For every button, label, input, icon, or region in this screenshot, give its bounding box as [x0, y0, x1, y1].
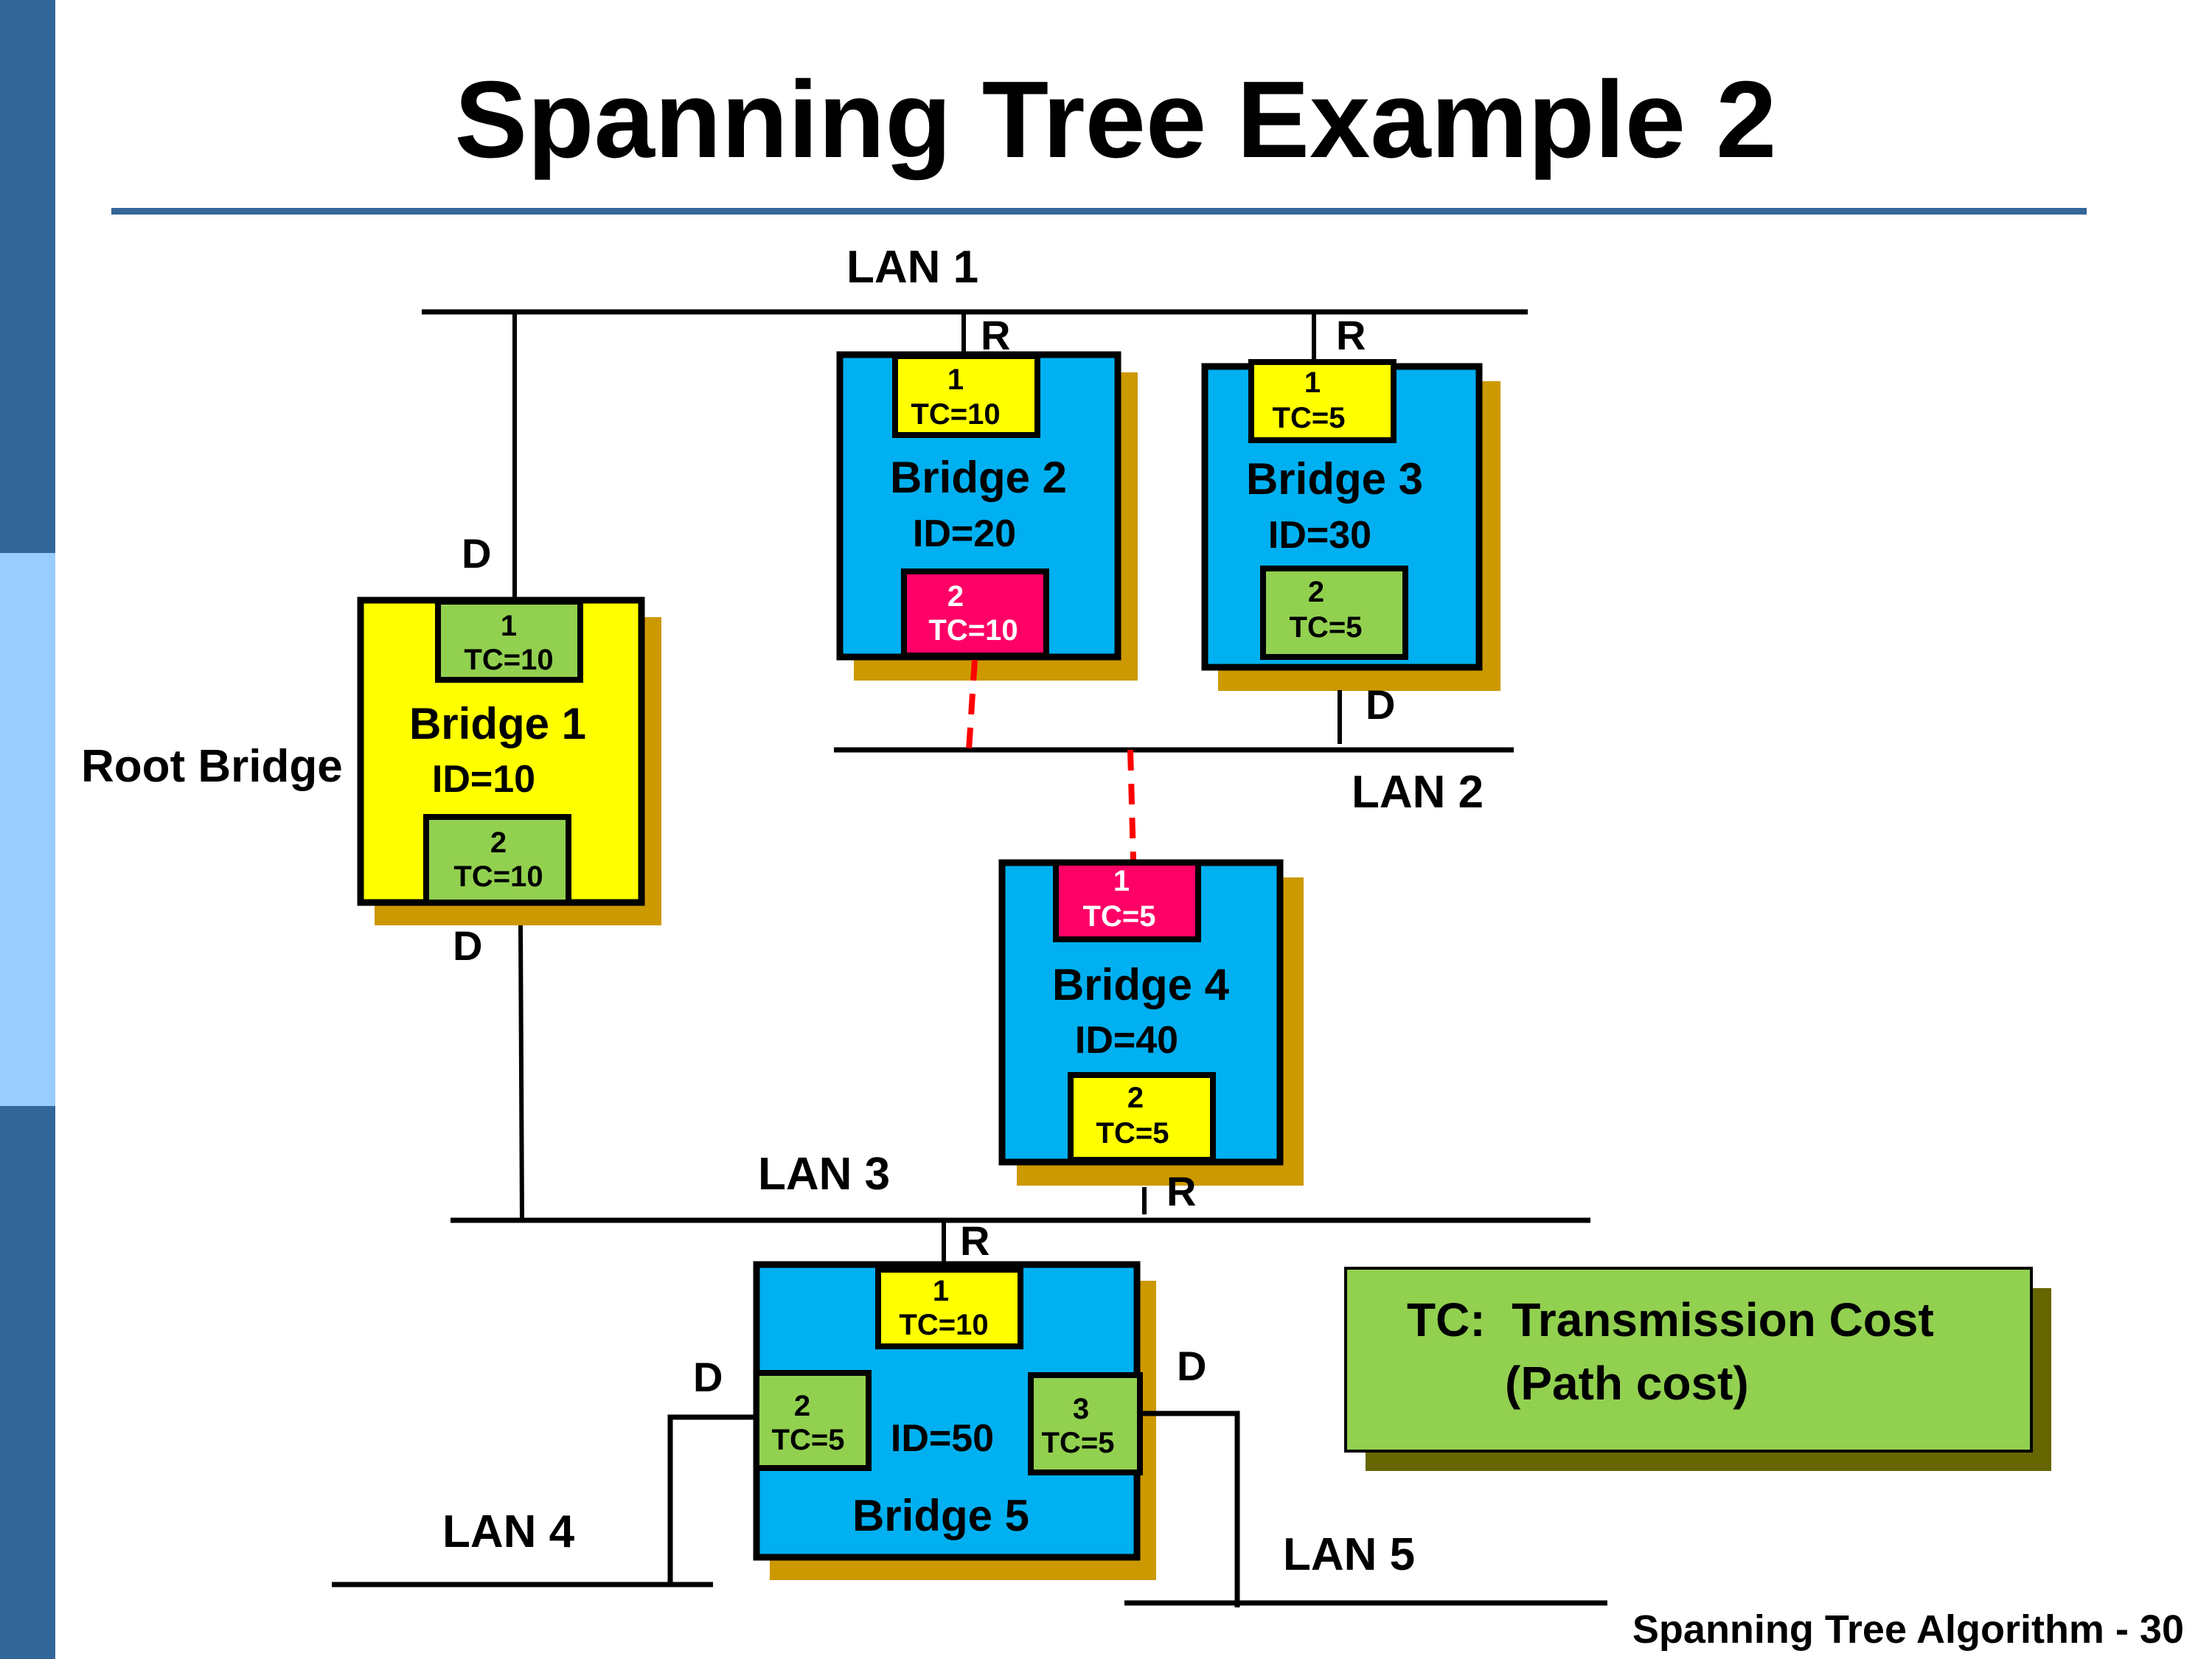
bridge-2-port-1-num: 1: [947, 364, 964, 396]
bridge-2-id: ID=20: [913, 512, 1016, 555]
b3-port1-role: R: [1336, 312, 1366, 358]
bridge-3-port-2[interactable]: [1260, 566, 1408, 660]
bridge-3-name: Bridge 3: [1246, 454, 1423, 504]
bridge-4-port-1-num: 1: [1113, 865, 1130, 897]
bridge-2-port-1-tc: TC=10: [911, 398, 1000, 431]
legend-line-2: (Path cost): [1505, 1357, 1749, 1410]
bridge-3-port-2-tc: TC=5: [1290, 611, 1363, 644]
bridge-1-port-2-num: 2: [490, 827, 507, 859]
legend-box: TC: Transmission Cost (Path cost): [1344, 1267, 2051, 1471]
b5-lan4-link: [667, 1414, 754, 1585]
bridge-5-port-1-tc: TC=10: [899, 1309, 988, 1341]
bridge-2-port-2-tc: TC=10: [928, 614, 1018, 647]
bridge-4-port-2-tc: TC=5: [1096, 1117, 1169, 1150]
b1-port1-role: D: [462, 530, 491, 577]
bridge-3-port-1-num: 1: [1304, 366, 1321, 399]
bridge-3[interactable]: 1 TC=5 Bridge 3 ID=30 2 TC=5: [1201, 359, 1500, 691]
bridge-1-port-1[interactable]: [435, 599, 583, 683]
bridge-2[interactable]: 1 TC=10 Bridge 2 ID=20 2 TC=10: [836, 351, 1138, 681]
bridge-1-port-1-tc: TC=10: [464, 644, 553, 676]
bridge-3-port-1[interactable]: [1248, 359, 1397, 443]
bridge-3-port-2-num: 2: [1308, 576, 1324, 608]
bridge-5-id: ID=50: [891, 1417, 994, 1460]
bridge-2-port-2-num: 2: [947, 580, 964, 613]
b5-port2-role: D: [693, 1354, 723, 1400]
root-bridge-label: Root Bridge: [81, 741, 343, 792]
bridge-5-port-1[interactable]: [875, 1267, 1023, 1349]
bridge-1-port-2-tc: TC=10: [453, 860, 543, 893]
bridge-5-port-2[interactable]: [754, 1370, 872, 1471]
b4-lan2-blocked-link: [1127, 749, 1136, 860]
lan4-label: LAN 4: [442, 1506, 575, 1557]
b5-port3-role: D: [1177, 1343, 1206, 1389]
bridge-1[interactable]: 1 TC=10 Bridge 1 ID=10 2 TC=10: [357, 597, 661, 925]
b2-lan2-blocked-link: [966, 659, 978, 751]
b2-port1-role: R: [981, 312, 1010, 358]
bridge-4-id: ID=40: [1075, 1019, 1178, 1062]
bridge-4[interactable]: 1 TC=5 Bridge 4 ID=40 2 TC=5: [998, 859, 1304, 1186]
lan3-label: LAN 3: [758, 1149, 890, 1200]
lan1-label: LAN 1: [846, 242, 978, 293]
sidebar-band-middle: [0, 553, 55, 1106]
bridge-4-port-2-num: 2: [1127, 1082, 1144, 1114]
bridge-2-port-2-blocked[interactable]: [901, 568, 1049, 658]
legend-line-1: TC: Transmission Cost: [1407, 1293, 1934, 1346]
bridge-1-port-2[interactable]: [423, 814, 571, 905]
bridge-5-port-1-num: 1: [933, 1275, 949, 1307]
b1-lan3-link: [518, 923, 524, 1222]
sidebar-band-top: [0, 0, 55, 553]
bridge-5-name: Bridge 5: [852, 1491, 1029, 1540]
lan2-label: LAN 2: [1352, 767, 1484, 818]
b3-port2-role: D: [1366, 681, 1395, 728]
b5-lan5-link: [1141, 1411, 1240, 1607]
b5-port1-role: R: [960, 1217, 990, 1264]
bridge-2-port-1[interactable]: [892, 353, 1040, 438]
bridge-3-id: ID=30: [1268, 514, 1371, 557]
bridge-4-name: Bridge 4: [1052, 960, 1230, 1009]
bridge-5-port-3-tc: TC=5: [1042, 1427, 1115, 1459]
bridge-5-port-3[interactable]: [1028, 1372, 1143, 1475]
bridge-1-port-1-num: 1: [501, 610, 517, 642]
bridge-2-name: Bridge 2: [890, 453, 1067, 502]
slide-footer: Spanning Tree Algorithm - 30: [1632, 1607, 2184, 1652]
bridge-5-port-2-num: 2: [794, 1390, 810, 1422]
bridge-5[interactable]: 1 TC=10 2 TC=5 3 TC=5 ID=50 Bridge 5: [753, 1261, 1156, 1580]
b1-port2-role: D: [453, 922, 482, 969]
bridge-4-port-1-tc: TC=5: [1083, 900, 1156, 933]
b4-port2-role: R: [1166, 1168, 1196, 1214]
bridge-3-port-1-tc: TC=5: [1273, 402, 1346, 434]
bridge-5-port-2-tc: TC=5: [772, 1424, 845, 1456]
legend-body: [1344, 1267, 2033, 1453]
slide-title: Spanning Tree Example 2: [454, 59, 1776, 181]
sidebar-band-bottom: [0, 1106, 55, 1659]
bridge-4-port-1-blocked[interactable]: [1053, 860, 1201, 942]
bridge-5-port-3-num: 3: [1073, 1393, 1089, 1425]
title-rule: [111, 208, 2087, 215]
bridge-1-id: ID=10: [432, 758, 535, 801]
bridge-4-port-2[interactable]: [1068, 1072, 1216, 1163]
lan5-label: LAN 5: [1283, 1529, 1415, 1580]
bridge-1-name: Bridge 1: [409, 699, 586, 748]
